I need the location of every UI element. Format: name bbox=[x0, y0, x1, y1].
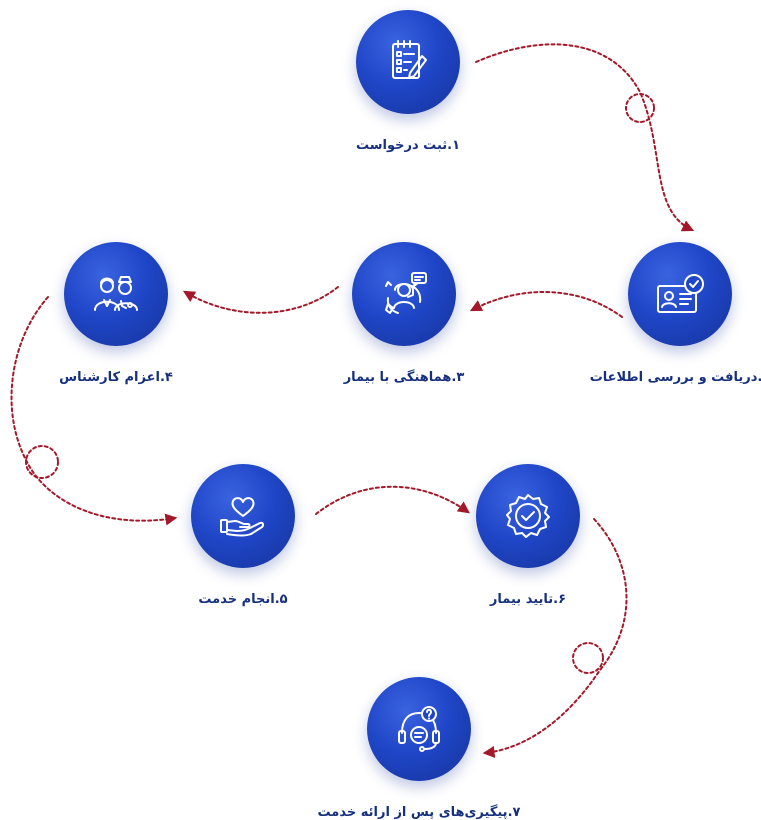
hand-heart-icon bbox=[220, 497, 265, 537]
step-7-circle bbox=[367, 677, 471, 781]
medical-staff-icon bbox=[94, 276, 138, 311]
step-4-label: ۴.اعزام کارشناس bbox=[59, 370, 173, 385]
verified-badge-icon bbox=[506, 494, 550, 538]
step-7-label: ۷.پیگیری‌های پس از ارائه خدمت bbox=[317, 805, 521, 820]
phone-call-chat-icon bbox=[385, 272, 427, 314]
step-3-label: ۳.هماهنگی با بیمار bbox=[343, 370, 465, 385]
connector-loop-3 bbox=[572, 642, 604, 674]
step-6-label: ۶.تایید بیمار bbox=[489, 592, 567, 607]
connector-step5-to-step6 bbox=[315, 485, 470, 515]
step-1-circle bbox=[356, 10, 460, 114]
connector-step3-to-step4 bbox=[182, 286, 339, 314]
step-3-circle bbox=[352, 242, 456, 346]
step-4-circle bbox=[64, 242, 168, 346]
clipboard-pen-icon bbox=[392, 40, 427, 79]
support-headset-icon bbox=[398, 706, 440, 752]
connector-loop-2 bbox=[25, 445, 59, 479]
connector-step2-to-step3 bbox=[469, 290, 623, 318]
step-5-label: ۵.انجام خدمت bbox=[198, 592, 288, 607]
step-2-circle bbox=[628, 242, 732, 346]
id-card-check-icon bbox=[657, 274, 704, 313]
step-5-circle bbox=[191, 464, 295, 568]
step-1-label: ۱.ثبت درخواست bbox=[355, 138, 461, 153]
connector-loop-1 bbox=[625, 93, 655, 123]
step-2-label: ۲.دریافت و بررسی اطلاعات bbox=[589, 370, 761, 385]
step-6-circle bbox=[476, 464, 580, 568]
